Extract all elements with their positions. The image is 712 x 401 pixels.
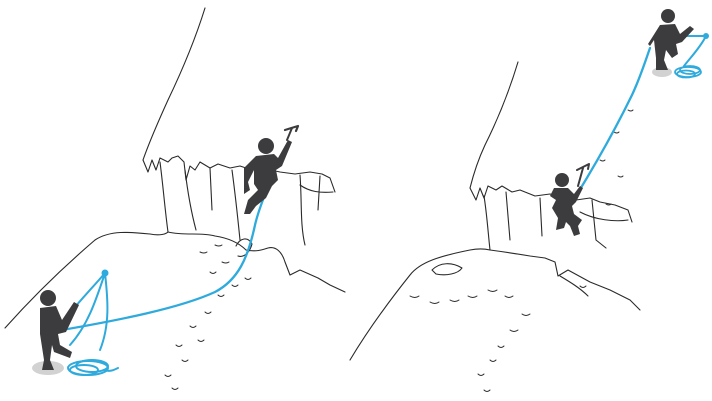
rock-ridge-line <box>470 62 518 188</box>
rope-system <box>60 192 266 375</box>
snow-bump <box>432 264 462 275</box>
rope-system-right <box>576 33 709 196</box>
overhang-icicles <box>143 156 335 192</box>
anchor-point-icon <box>102 270 109 277</box>
belayer-icon <box>40 290 79 370</box>
snow-texture-right <box>410 110 633 392</box>
rock-ridge-line <box>143 8 205 160</box>
rock-face <box>5 8 345 328</box>
right-panel <box>350 9 709 392</box>
snow-slope-outline <box>350 249 490 360</box>
ledge-line <box>168 232 345 292</box>
anchor-point-icon <box>703 33 709 39</box>
snow-texture <box>165 245 251 390</box>
overhang-icicles <box>470 186 632 222</box>
rope-coil-icon <box>68 360 118 375</box>
rope-coil-icon <box>675 66 701 78</box>
follow-rope <box>576 48 650 196</box>
ledge-line <box>490 250 640 310</box>
anchor-rope-2 <box>684 36 706 66</box>
lead-climber-icon <box>244 138 292 214</box>
ice-axe-icon <box>285 126 298 140</box>
rock-face-right <box>350 62 640 360</box>
left-panel <box>5 8 345 390</box>
